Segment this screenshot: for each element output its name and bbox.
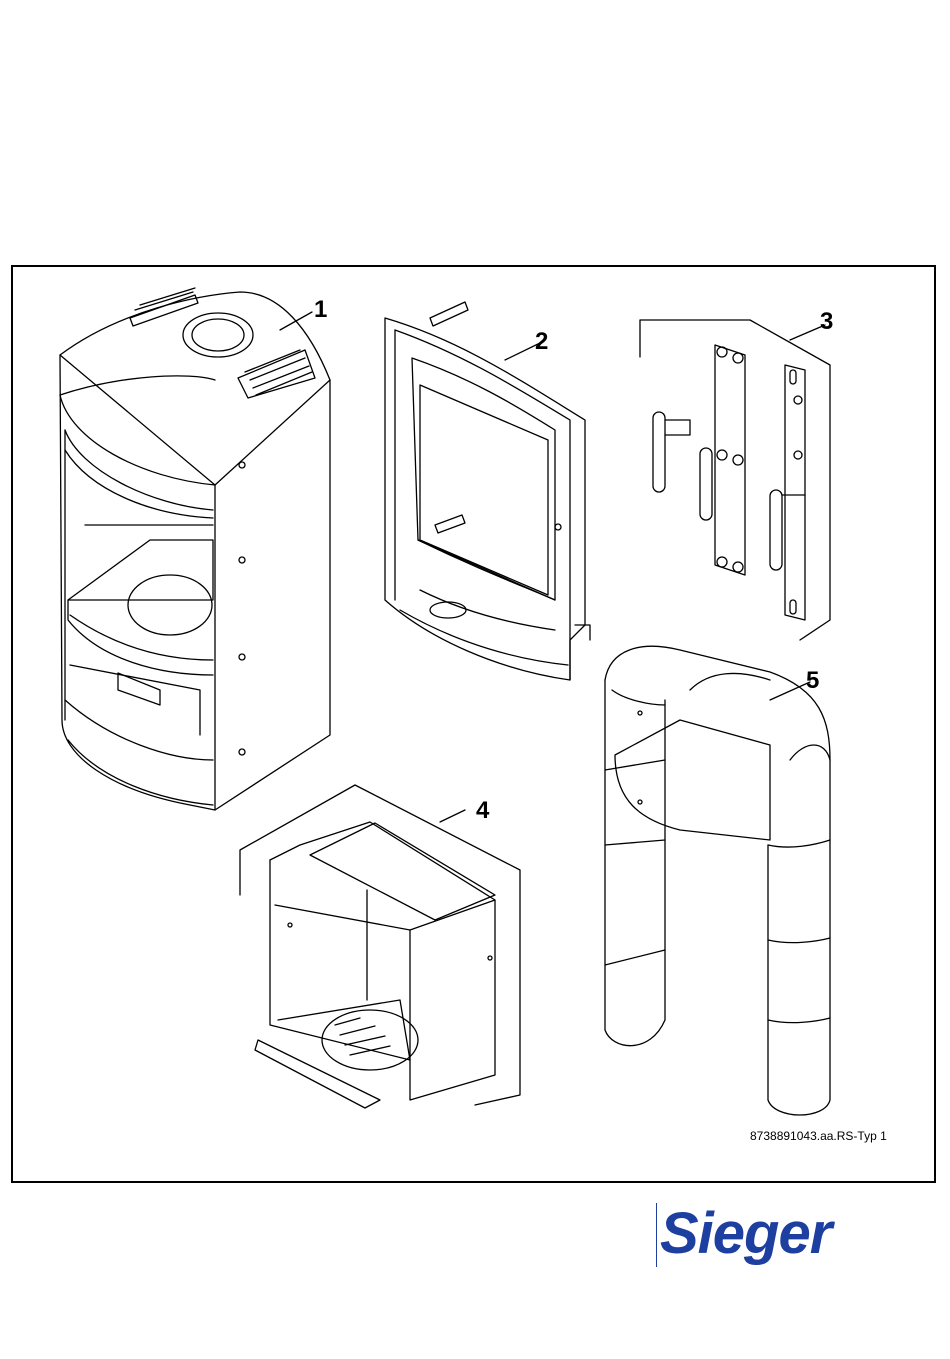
part-3-hinge-set <box>640 320 830 640</box>
part-4-firebox-insert <box>240 785 520 1108</box>
part-2-door-frame <box>385 302 590 680</box>
callout-2: 2 <box>535 328 548 356</box>
callout-4: 4 <box>476 797 489 825</box>
document-number: 8738891043.aa.RS-Typ 1 <box>750 1129 887 1143</box>
logo-bar <box>656 1203 657 1267</box>
callout-5: 5 <box>806 667 819 695</box>
part-1-stove-body <box>60 288 330 810</box>
sieger-logo: Sieger <box>656 1203 906 1269</box>
part-5-cladding <box>605 646 830 1115</box>
callout-1: 1 <box>314 296 327 324</box>
callout-3: 3 <box>820 308 833 336</box>
logo-text: Sieger <box>660 1203 831 1265</box>
